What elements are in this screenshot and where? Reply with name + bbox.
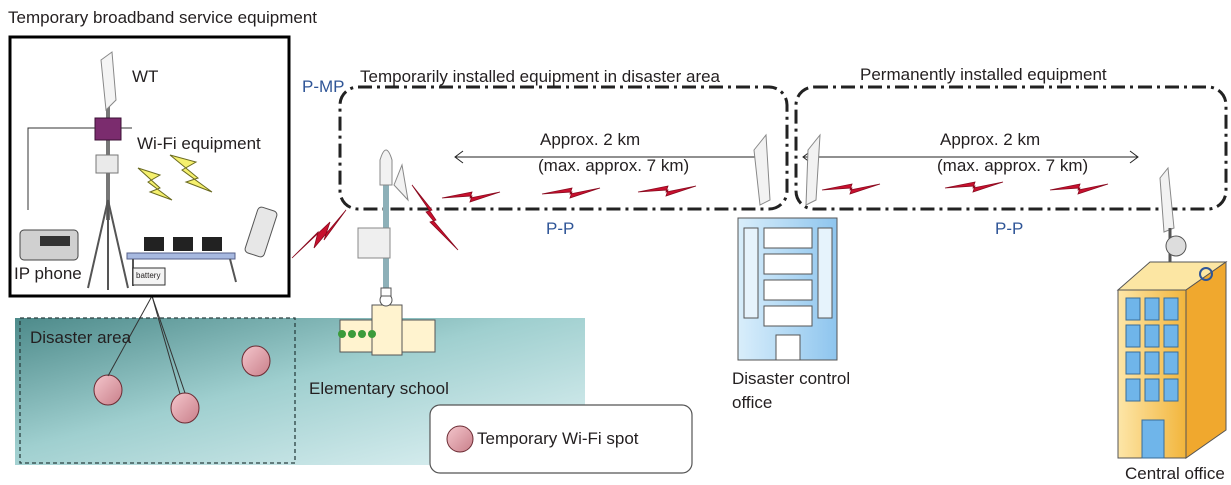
dish-antenna-icon [1165, 235, 1187, 257]
mobile-phone-icon [244, 206, 278, 258]
permanent-equipment-group [794, 85, 1228, 211]
pmp-label: P-MP [302, 77, 345, 96]
lightning-icon [169, 154, 213, 193]
disaster-area-label: Disaster area [30, 328, 132, 347]
temporary-installed-label: Temporarily installed equipment in disas… [360, 67, 721, 86]
wifi-spot-icon [170, 392, 200, 424]
legend-box [429, 404, 693, 474]
link-bolt [291, 209, 347, 259]
temporary-equipment-group [338, 85, 789, 211]
battery-label: battery [136, 271, 161, 280]
connector-line [151, 295, 186, 394]
lightning-icon [137, 167, 173, 201]
wifi-spot-legend-label: Temporary Wi-Fi spot [477, 429, 639, 448]
central-office-label: Central office [1125, 464, 1225, 483]
disaster-control-label-line2: office [732, 393, 773, 412]
antenna-icon [1159, 166, 1175, 233]
laptop-icon [202, 237, 222, 251]
tripod [87, 199, 129, 290]
connector-line [151, 295, 181, 395]
temporary-broadband-label: Temporary broadband service equipment [8, 8, 318, 27]
ntt-logo [1199, 267, 1213, 281]
permanently-installed-label: Permanently installed equipment [860, 65, 1107, 84]
school-icon [338, 287, 436, 356]
wifi-spot-icon [446, 425, 474, 453]
omni-antenna-icon [379, 149, 393, 186]
distance-label-left: Approx. 2 km [540, 130, 641, 149]
wifi-equipment-label: Wi-Fi equipment [137, 134, 261, 153]
wifi-device-icon [95, 154, 119, 174]
pp-label-left: P-P [546, 219, 575, 238]
antenna-icon [100, 51, 117, 112]
building-icon [737, 133, 838, 361]
battery-icon [132, 267, 166, 286]
wifi-equipment-icon [94, 117, 122, 141]
ip-phone-label: IP phone [14, 264, 82, 283]
wt-label: WT [132, 67, 159, 86]
elementary-school-label: Elementary school [309, 379, 449, 398]
wifi-spot-icon [93, 374, 123, 406]
wifi-equipment-icon [357, 227, 391, 259]
pp-label-right: P-P [995, 219, 1024, 238]
table [126, 252, 236, 260]
connector-line [107, 295, 153, 377]
max-distance-label-left: (max. approx. 7 km) [538, 156, 690, 175]
link-bolt [411, 184, 459, 251]
max-distance-label-right: (max. approx. 7 km) [937, 156, 1089, 175]
distance-label-right: Approx. 2 km [940, 130, 1041, 149]
laptop-icon [144, 237, 164, 251]
disaster-control-label-line1: Disaster control [732, 369, 851, 388]
laptop-icon [173, 237, 193, 251]
building-icon [1116, 166, 1228, 459]
antenna-icon [393, 163, 409, 202]
wifi-spot-icon [241, 345, 271, 377]
